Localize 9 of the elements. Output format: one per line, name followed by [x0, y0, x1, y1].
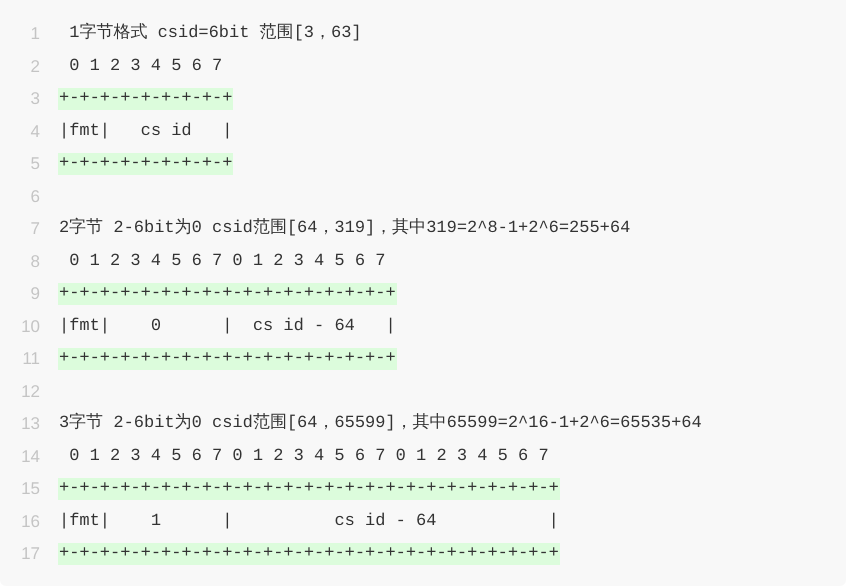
code-line: 3字节 2-6bit为0 csid范围[64，65599]，其中65599=2^16-1+2^6=65535+64	[59, 413, 702, 435]
code-line: |fmt| cs id |	[59, 120, 232, 142]
code-line: 0 1 2 3 4 5 6 7 0 1 2 3 4 5 6 7 0 1 2 3 4 5 6 7	[69, 446, 549, 468]
code-line: 0 1 2 3 4 5 6 7	[69, 56, 222, 78]
code-line: |fmt| 0 | cs id - 64 |	[59, 316, 396, 338]
code-line: |fmt| 1 | cs id - 64 |	[59, 510, 559, 532]
code-line: 1字节格式 csid=6bit 范围[3，63]	[69, 23, 362, 45]
code-line: 2字节 2-6bit为0 csid范围[64，319]，其中319=2^8-1+2^6=255+64	[59, 218, 630, 240]
code-line: 0 1 2 3 4 5 6 7 0 1 2 3 4 5 6 7	[69, 250, 386, 272]
